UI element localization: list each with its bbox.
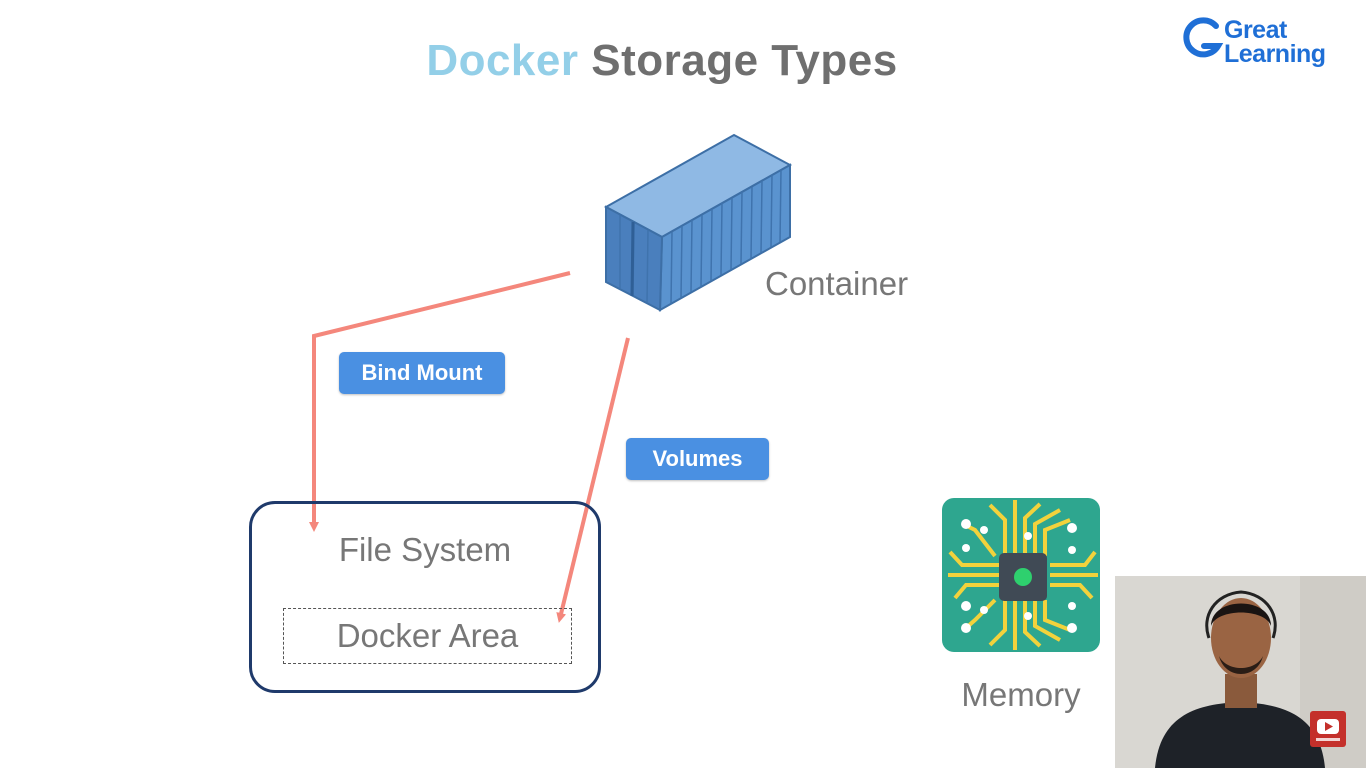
file-system-box xyxy=(249,501,601,693)
bind-mount-arrow xyxy=(309,271,571,532)
docker-area-label: Docker Area xyxy=(336,617,519,654)
great-learning-g-icon xyxy=(1183,17,1224,58)
file-system-label: File System xyxy=(338,531,512,568)
volumes-arrow xyxy=(556,337,630,623)
slide-title: Docker Storage Types xyxy=(0,36,1324,86)
bind-mount-badge: Bind Mount xyxy=(339,352,505,394)
volumes-badge: Volumes xyxy=(626,438,769,480)
logo-line-1: Great xyxy=(1224,16,1287,44)
presenter-webcam xyxy=(1115,576,1366,768)
title-main-words: Storage Types xyxy=(591,36,898,85)
presenter-icon xyxy=(1115,576,1366,768)
title-accent-word: Docker xyxy=(426,36,579,85)
logo-text: Great Learning xyxy=(1224,16,1326,68)
memory-label: Memory xyxy=(961,676,1081,713)
youtube-subscribe-icon[interactable] xyxy=(1310,711,1346,747)
great-learning-logo: Great Learning xyxy=(1180,14,1350,70)
logo-line-2: Learning xyxy=(1224,40,1326,68)
container-label: Container xyxy=(765,265,909,302)
docker-area-box xyxy=(283,608,572,664)
